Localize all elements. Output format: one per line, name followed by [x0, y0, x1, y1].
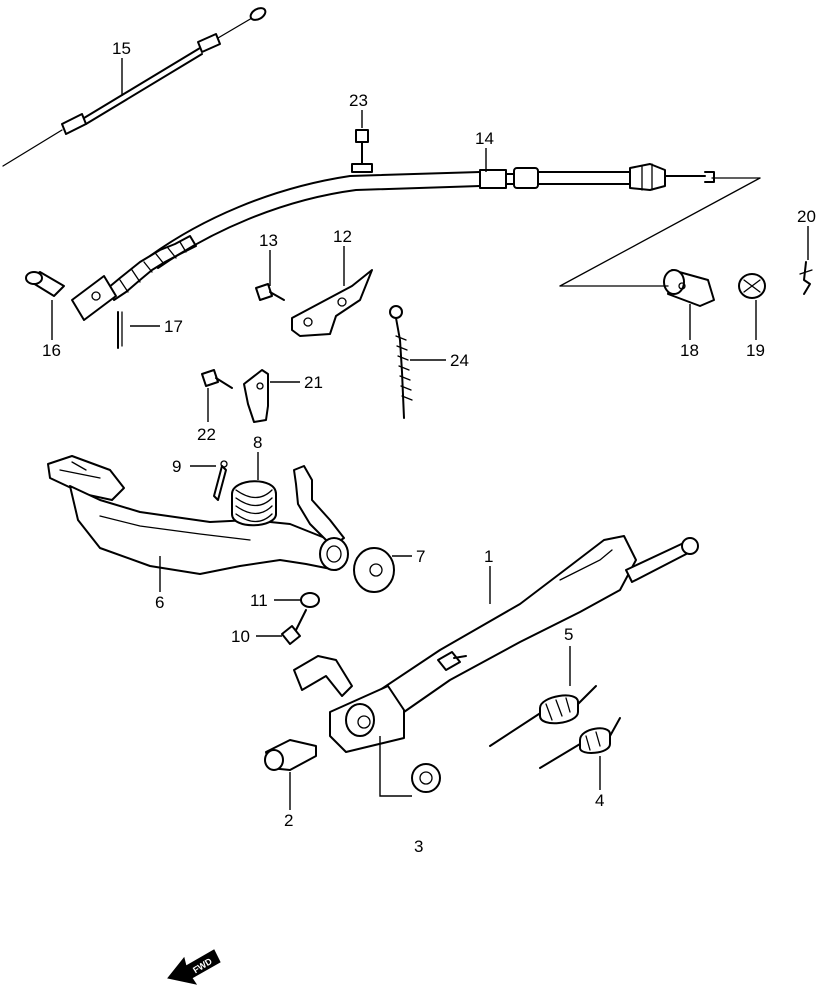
part-20-clip[interactable]: [799, 261, 813, 295]
callout-19: 19: [746, 341, 765, 360]
callout-6: 6: [155, 593, 164, 612]
part-19-nut[interactable]: [738, 273, 766, 299]
callout-24: 24: [450, 351, 469, 370]
part-14-cable[interactable]: [71, 163, 715, 321]
callout-13: 13: [259, 231, 278, 250]
part-23-bolt[interactable]: [351, 129, 373, 173]
callout-12: 12: [333, 227, 352, 246]
part-22-bolt[interactable]: [201, 369, 233, 389]
guide-line: [559, 177, 761, 287]
callout-4: 4: [595, 791, 604, 810]
callout-20: 20: [797, 207, 816, 226]
callout-numbers: 15 23 14 20 13 12 16 17 18 19 24 21 22 8…: [42, 39, 816, 856]
callout-1: 1: [484, 547, 493, 566]
callout-7: 7: [416, 547, 425, 566]
part-8-spring[interactable]: [231, 480, 277, 527]
callout-23: 23: [349, 91, 368, 110]
callout-14: 14: [475, 129, 494, 148]
fwd-arrow-icon: FWD: [167, 949, 221, 985]
callout-5: 5: [564, 625, 573, 644]
part-2-bolt[interactable]: [264, 739, 317, 771]
part-7-washer[interactable]: [353, 547, 395, 593]
part-16-clevis-pin[interactable]: [25, 271, 65, 297]
part-6-brake-pedal[interactable]: [47, 455, 349, 575]
part-21-bracket[interactable]: [243, 369, 269, 423]
callout-10: 10: [231, 627, 250, 646]
part-4-spring[interactable]: [539, 717, 621, 769]
callout-11: 11: [250, 591, 268, 610]
part-13-bolt[interactable]: [255, 283, 285, 301]
part-5-spring[interactable]: [489, 685, 597, 747]
callout-9: 9: [172, 457, 181, 476]
part-15-cable[interactable]: [2, 6, 267, 167]
callout-21: 21: [304, 373, 323, 392]
part-17-cotter-pin[interactable]: [117, 311, 123, 349]
leader-lines: [51, 58, 809, 810]
part-10-bolt[interactable]: [281, 609, 307, 645]
part-12-bracket[interactable]: [291, 269, 373, 337]
part-3-nut[interactable]: [411, 763, 441, 793]
callout-18: 18: [680, 341, 699, 360]
callout-15: 15: [112, 39, 131, 58]
callout-8: 8: [253, 433, 262, 452]
callout-17: 17: [164, 317, 183, 336]
part-9-cotter-pin[interactable]: [213, 460, 228, 501]
part-18-cap[interactable]: [663, 269, 715, 307]
part-24-spring[interactable]: [389, 305, 413, 419]
part-11-nut[interactable]: [300, 592, 320, 608]
callout-16: 16: [42, 341, 61, 360]
callout-2: 2: [284, 811, 293, 830]
callout-3: 3: [414, 837, 423, 856]
part-1-side-stand[interactable]: [293, 535, 699, 753]
callout-22: 22: [197, 425, 216, 444]
